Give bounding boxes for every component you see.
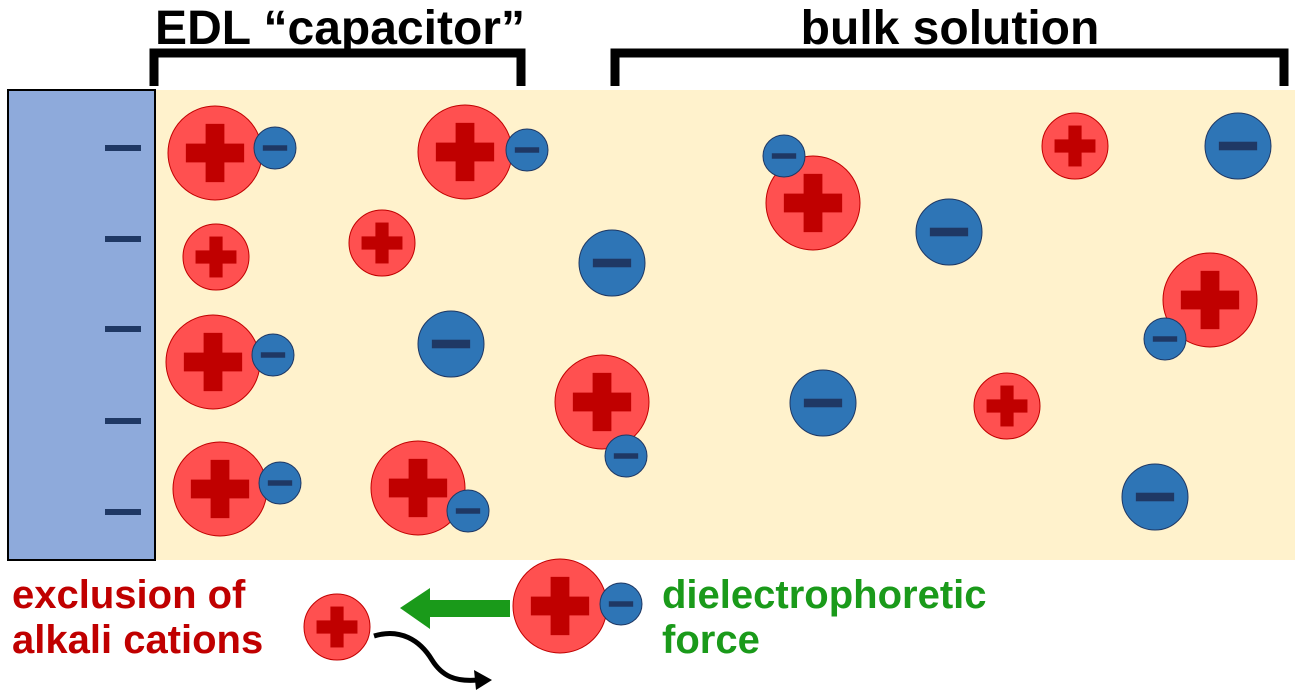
plus-ion-icon <box>165 314 261 410</box>
curved-arrow-icon <box>373 631 479 683</box>
electrode-charge <box>105 418 141 424</box>
minus-ion-icon <box>1143 317 1187 361</box>
minus-ion-icon <box>1121 463 1189 531</box>
curved-arrow-head <box>474 670 492 690</box>
exclusion-label-line2: alkali cations <box>12 618 263 662</box>
force-label-line1: dielectrophoretic <box>662 573 987 617</box>
minus-ion-icon <box>446 489 490 533</box>
minus-ion-icon <box>604 434 648 478</box>
plus-ion-icon <box>554 354 650 450</box>
minus-ion-icon <box>789 369 857 437</box>
plus-ion-icon <box>973 372 1041 440</box>
minus-ion-icon <box>762 134 806 178</box>
edl-capacitor-label: EDL “capacitor” <box>155 2 525 55</box>
minus-ion-icon <box>417 310 485 378</box>
bulk-solution-label: bulk solution <box>801 2 1100 55</box>
plus-ion-icon <box>512 558 608 654</box>
minus-ion-icon <box>253 126 297 170</box>
electrode-charge <box>105 326 141 332</box>
electrode <box>7 89 156 561</box>
left-arrow-icon <box>400 588 510 629</box>
plus-ion-icon <box>765 155 861 251</box>
plus-ion-icon <box>303 593 371 661</box>
minus-ion-icon <box>251 333 295 377</box>
plus-ion-icon <box>1041 112 1109 180</box>
minus-ion-icon <box>1204 112 1272 180</box>
plus-ion-icon <box>182 223 250 291</box>
plus-ion-icon <box>167 105 263 201</box>
minus-ion-icon <box>915 198 983 266</box>
plus-ion-icon <box>370 440 466 536</box>
minus-ion-icon <box>578 229 646 297</box>
plus-ion-icon <box>1162 252 1258 348</box>
force-label-line2: force <box>662 618 760 662</box>
minus-ion-icon <box>505 128 549 172</box>
bulk-bracket <box>610 48 1289 86</box>
electrode-charge <box>105 509 141 515</box>
plus-ion-icon <box>172 441 268 537</box>
ions <box>165 104 1272 661</box>
electrode-charge <box>105 145 141 151</box>
electrode-charge <box>105 236 141 242</box>
electrode-charges <box>105 145 141 515</box>
edl-bracket <box>149 48 526 86</box>
minus-ion-icon <box>599 582 643 626</box>
plus-ion-icon <box>348 209 416 277</box>
minus-ion-icon <box>258 461 302 505</box>
solution-region <box>155 90 1295 560</box>
exclusion-label-line1: exclusion of <box>12 573 246 617</box>
plus-ion-icon <box>417 104 513 200</box>
